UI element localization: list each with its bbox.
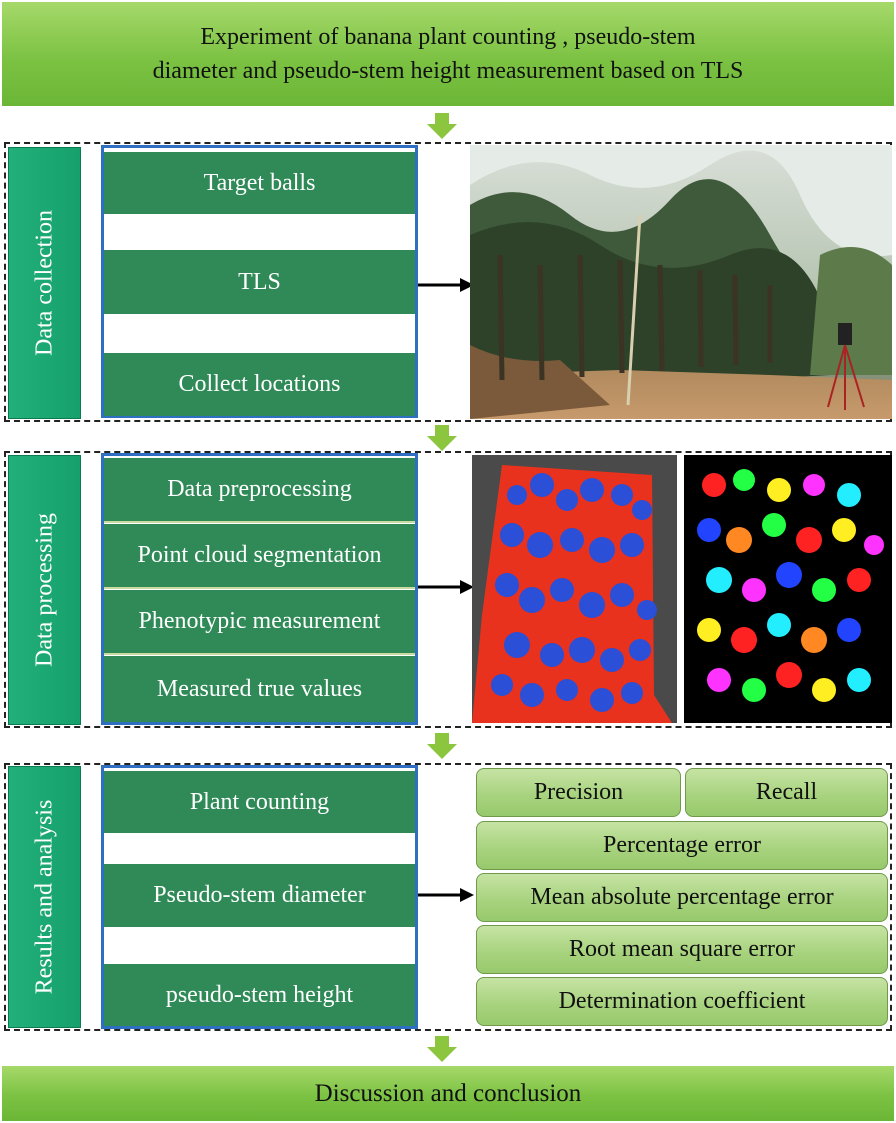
conclusion-text: Discussion and conclusion — [314, 1079, 582, 1107]
step-plant-counting: Plant counting — [104, 771, 415, 833]
step-collect-locations: Collect locations — [104, 353, 415, 416]
metric-recall: Recall — [685, 768, 888, 817]
banana-field-photo — [470, 145, 892, 419]
step-data-preprocessing: Data preprocessing — [104, 458, 415, 523]
step-pseudo-stem-height: pseudo-stem height — [104, 964, 415, 1026]
results-section — [4, 763, 892, 1031]
results-steps: Plant counting Pseudo-stem diameter pseu… — [101, 765, 418, 1029]
results-label: Results and analysis — [8, 766, 81, 1028]
down-arrow-icon — [427, 1036, 457, 1062]
step-point-cloud-segmentation: Point cloud segmentation — [104, 524, 415, 589]
step-target-balls: Target balls — [104, 152, 415, 214]
title-line-1: Experiment of banana plant counting , ps… — [200, 24, 696, 50]
metric-determination-coefficient: Determination coefficient — [476, 977, 888, 1026]
data-collection-label: Data collection — [8, 147, 81, 419]
title-banner: Experiment of banana plant counting , ps… — [2, 2, 894, 106]
step-measured-true-values: Measured true values — [104, 656, 415, 722]
data-processing-label: Data processing — [8, 455, 81, 725]
arrow-right-icon — [418, 888, 474, 902]
point-cloud-image — [472, 455, 677, 723]
down-arrow-icon — [427, 425, 457, 451]
metric-percentage-error: Percentage error — [476, 821, 888, 870]
down-arrow-icon — [427, 113, 457, 139]
arrow-right-icon — [418, 580, 474, 594]
metric-precision: Precision — [476, 768, 681, 817]
metric-rmse: Root mean square error — [476, 925, 888, 974]
metric-mape: Mean absolute percentage error — [476, 873, 888, 922]
arrow-right-icon — [418, 278, 474, 292]
data-collection-steps: Target balls TLS Collect locations — [101, 145, 418, 418]
segmentation-image — [684, 455, 892, 723]
step-pseudo-stem-diameter: Pseudo-stem diameter — [104, 864, 415, 927]
step-phenotypic-measurement: Phenotypic measurement — [104, 590, 415, 655]
conclusion-banner: Discussion and conclusion — [2, 1066, 894, 1121]
step-tls: TLS — [104, 250, 415, 314]
data-processing-steps: Data preprocessing Point cloud segmentat… — [101, 453, 418, 725]
down-arrow-icon — [427, 733, 457, 759]
title-line-2: diameter and pseudo-stem height measurem… — [152, 58, 744, 84]
